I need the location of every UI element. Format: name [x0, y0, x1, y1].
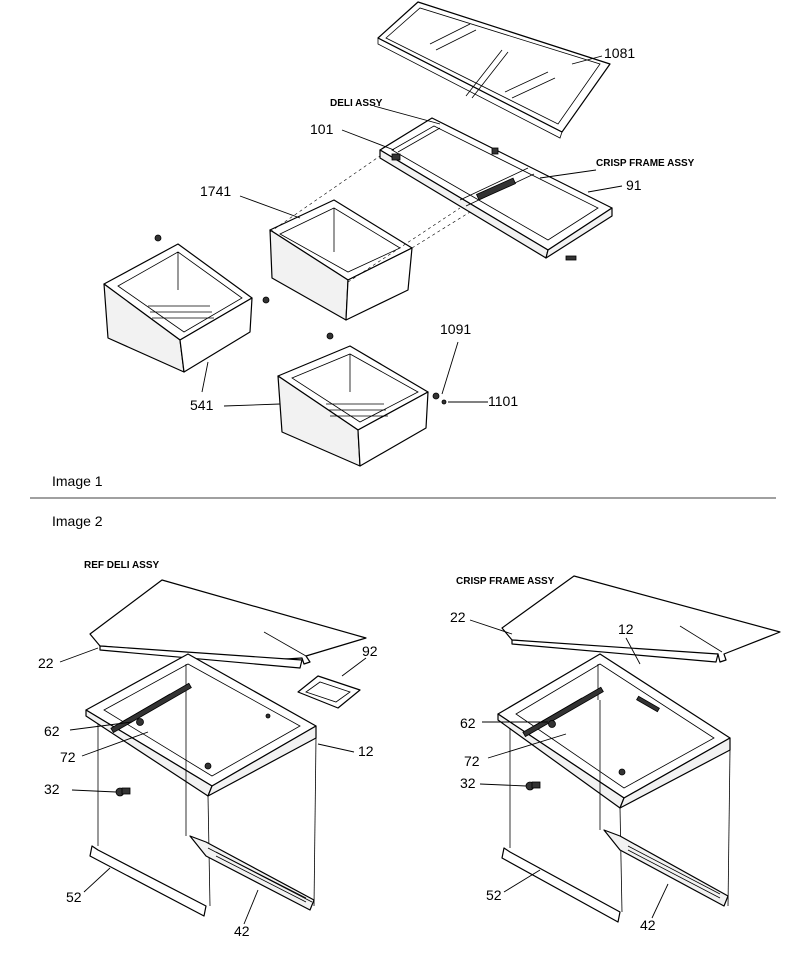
deli-callout-22: 22 — [38, 655, 54, 671]
crisp-callout-52: 52 — [486, 887, 502, 903]
callout-1741: 1741 — [200, 183, 231, 199]
crisper-pan-1741 — [269, 199, 413, 321]
callout-1101: 1101 — [488, 393, 518, 409]
callout-1081: 1081 — [604, 45, 635, 61]
caption-crisp-frame-assy-2: CRISP FRAME ASSY — [456, 576, 555, 587]
image-1-title: Image 1 — [52, 473, 103, 489]
deli-callout-62: 62 — [44, 723, 60, 739]
deli-callout-72: 72 — [60, 749, 76, 765]
image-1-panel: 1081 DELI ASSY 101 CRISP FRAME ASSY 91 1… — [52, 1, 695, 489]
crisp-callout-42: 42 — [640, 917, 656, 933]
crisp-frame-assy: CRISP FRAME ASSY — [450, 575, 781, 933]
frame-tray-assy — [379, 117, 613, 261]
crisp-callout-62: 62 — [460, 715, 476, 731]
callout-91: 91 — [626, 177, 642, 193]
crisp-callout-22: 22 — [450, 609, 466, 625]
image-2-title: Image 2 — [52, 513, 103, 529]
deli-callout-12: 12 — [358, 743, 374, 759]
callout-1091: 1091 — [440, 321, 471, 337]
ref-deli-assy: REF DELI ASSY — [38, 560, 378, 939]
crisper-drawer-left — [103, 234, 270, 373]
caption-crisp-frame-assy: CRISP FRAME ASSY — [596, 158, 695, 169]
callout-541: 541 — [190, 397, 214, 413]
crisp-callout-72: 72 — [464, 753, 480, 769]
callout-101: 101 — [310, 121, 334, 137]
deli-callout-92: 92 — [362, 643, 378, 659]
caption-deli-assy: DELI ASSY — [330, 98, 383, 109]
deli-callout-52: 52 — [66, 889, 82, 905]
caption-ref-deli-assy: REF DELI ASSY — [84, 560, 160, 571]
crisp-callout-12: 12 — [618, 621, 634, 637]
crisper-drawer-right — [277, 332, 447, 467]
crisp-callout-32: 32 — [460, 775, 476, 791]
deli-callout-42: 42 — [234, 923, 250, 939]
glass-shelf-1081 — [377, 1, 611, 139]
deli-callout-32: 32 — [44, 781, 60, 797]
